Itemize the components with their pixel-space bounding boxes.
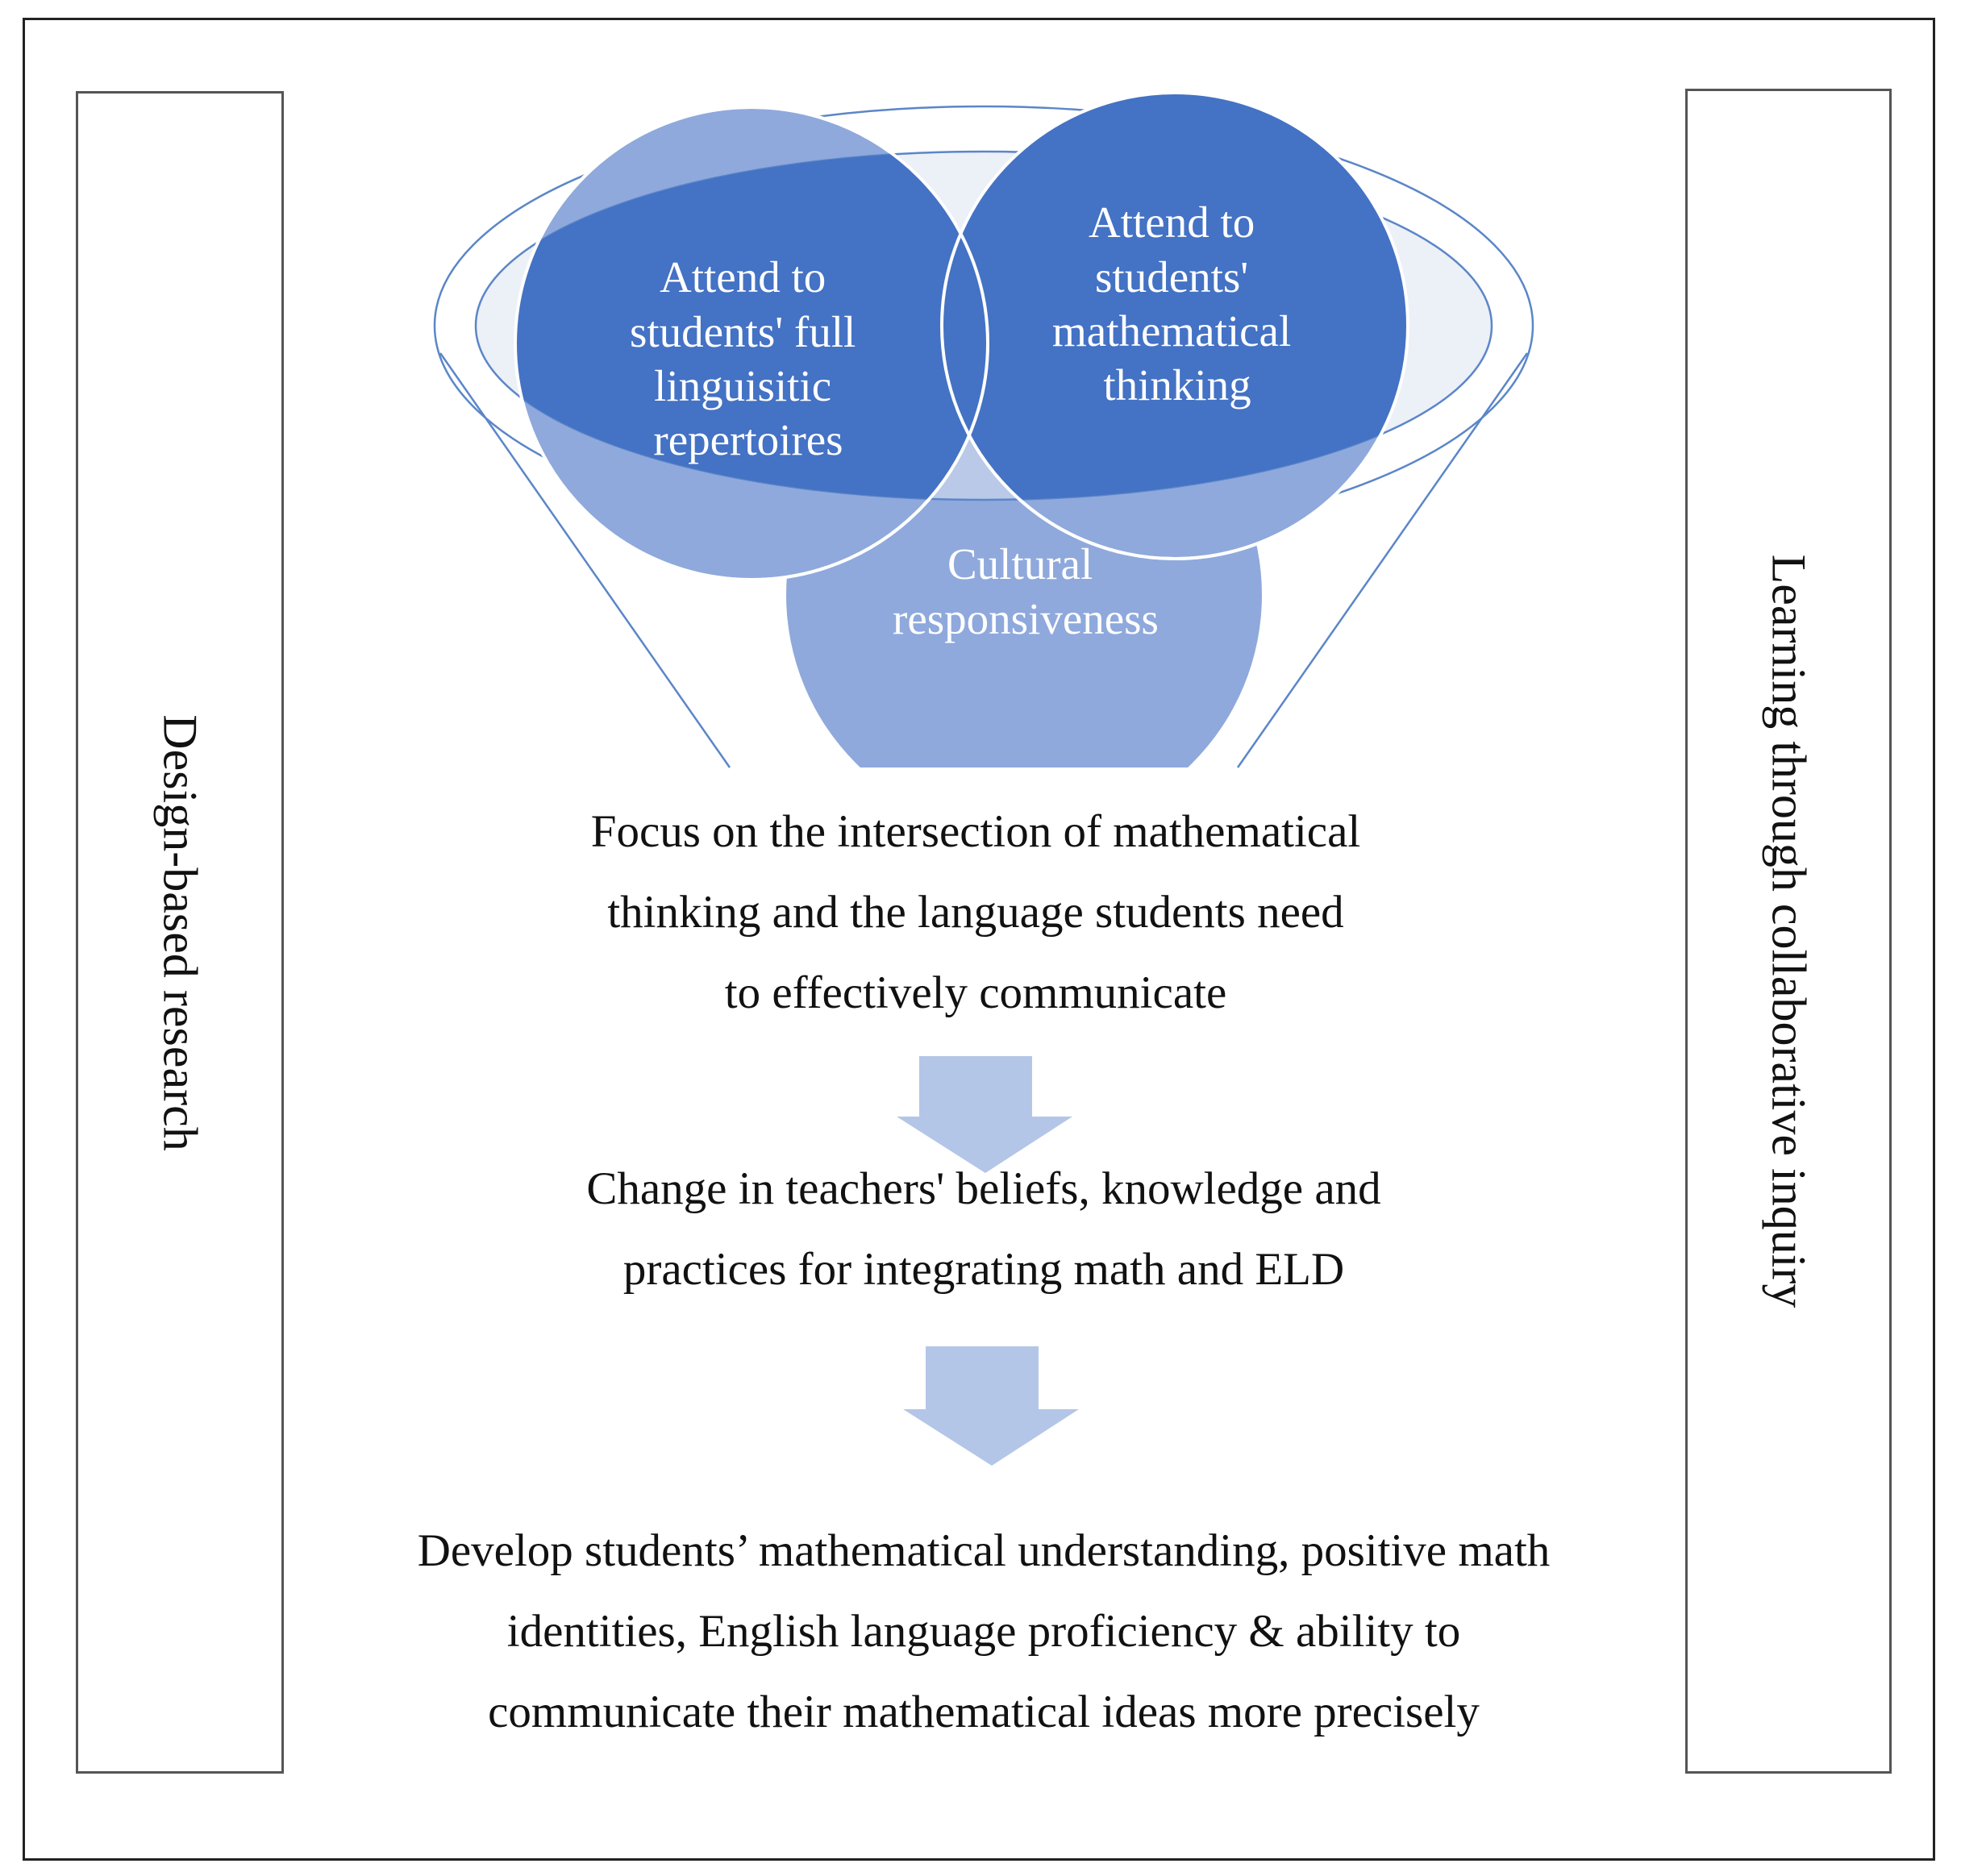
- develop-line: identities, English language proficiency…: [506, 1606, 1461, 1657]
- funnel-right-side: [1236, 352, 1529, 768]
- mathematical-label-line: thinking: [1103, 360, 1251, 410]
- focus-line: thinking and the language students need: [607, 887, 1344, 938]
- change-line: practices for integrating math and ELD: [622, 1244, 1345, 1295]
- mathematical-circle-band-overlay: [942, 152, 1408, 500]
- cultural-circle-label: Cultural responsiveness: [893, 539, 1159, 643]
- linguistic-label-line: repertoires: [653, 415, 843, 464]
- mathematical-circle-outline: [940, 91, 1409, 560]
- outer-frame: [23, 18, 1935, 1861]
- linguistic-label-line: Attend to: [660, 252, 826, 302]
- linguistic-circle-label: Attend to students' full linguisitic rep…: [630, 252, 867, 464]
- cultural-label-line: responsiveness: [893, 594, 1159, 643]
- cultural-label-line: Cultural: [947, 539, 1093, 589]
- collaborative-inquiry-box: Learning through collaborative inquiry: [1685, 89, 1892, 1774]
- focus-step-text: Focus on the intersection of mathematica…: [419, 792, 1532, 1034]
- develop-line: Develop students’ mathematical understan…: [417, 1525, 1551, 1576]
- linguistic-label-line: linguisitic: [654, 361, 831, 410]
- develop-step-text: Develop students’ mathematical understan…: [290, 1511, 1677, 1753]
- down-arrow-2: [903, 1346, 1079, 1466]
- mathematical-label-line: Attend to: [1089, 198, 1255, 247]
- down-arrow-1: [897, 1056, 1072, 1173]
- mathematical-label-line: students': [1095, 252, 1248, 302]
- change-line: Change in teachers' beliefs, knowledge a…: [586, 1163, 1381, 1214]
- mathematical-circle-label: Attend to students' mathematical thinkin…: [1052, 198, 1302, 410]
- change-step-text: Change in teachers' beliefs, knowledge a…: [419, 1149, 1548, 1310]
- focus-line: to effectively communicate: [724, 967, 1227, 1018]
- mathematical-label-line: mathematical: [1052, 306, 1291, 356]
- focus-line: Focus on the intersection of mathematica…: [590, 806, 1361, 857]
- linguistic-circle-outline: [514, 106, 989, 581]
- funnel-left-side: [439, 352, 731, 768]
- linguistic-label-line: students' full: [630, 307, 856, 356]
- design-based-research-box: Design-based research: [76, 91, 284, 1774]
- develop-line: communicate their mathematical ideas mor…: [488, 1687, 1480, 1737]
